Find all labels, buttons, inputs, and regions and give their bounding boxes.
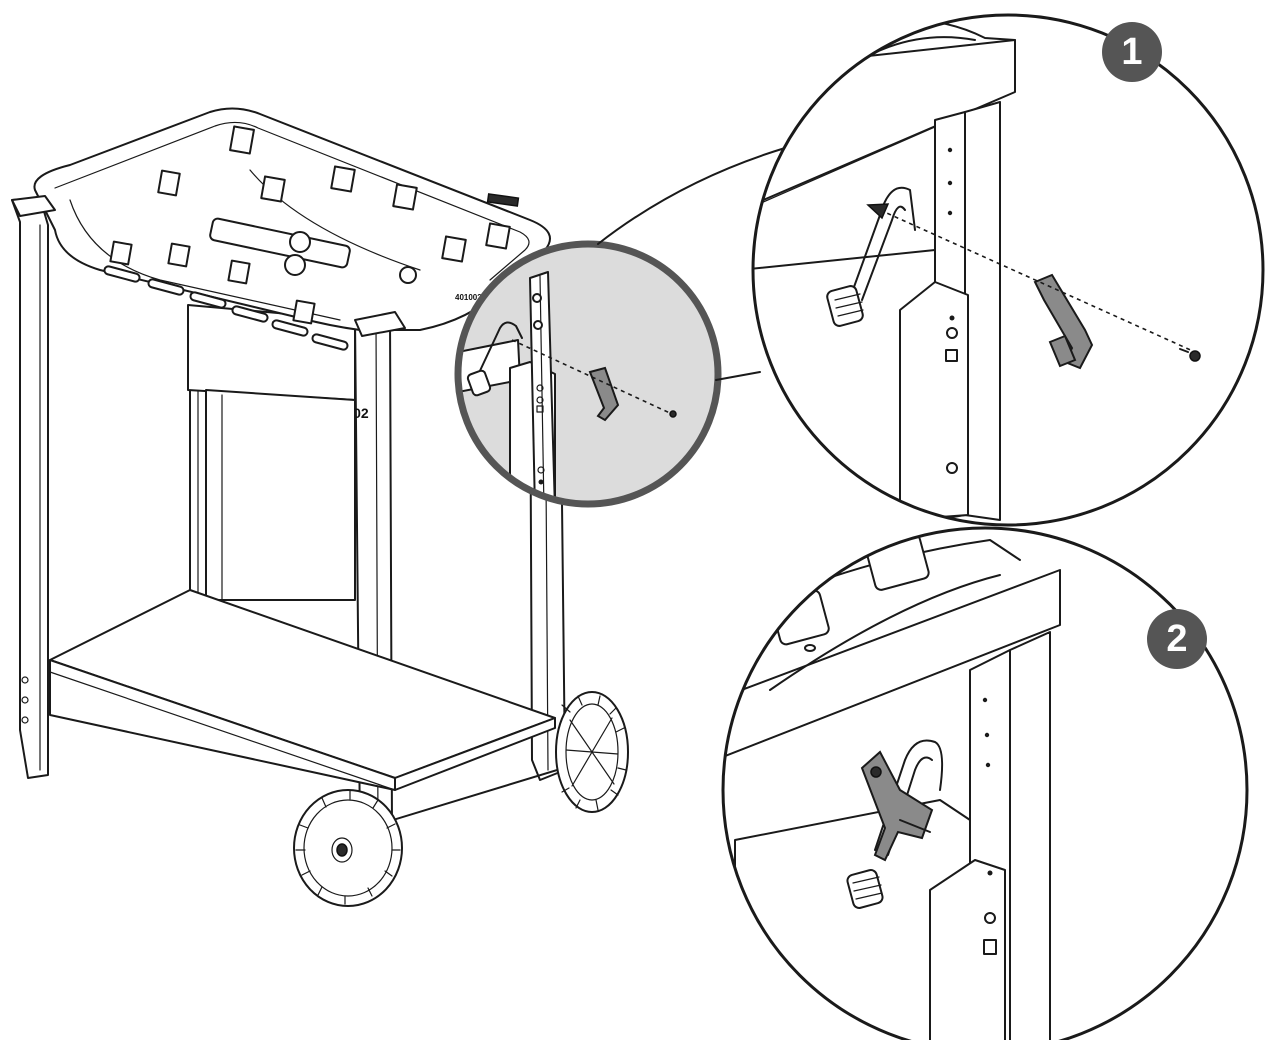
burner-tube: [209, 217, 417, 284]
step-2-detail: [721, 526, 1249, 1040]
step-2-number: 2: [1166, 618, 1187, 660]
zoom-callout: [454, 147, 786, 508]
cart-axle: [359, 759, 591, 831]
step-1-detail: [751, 13, 1265, 527]
step-2-badge: 2: [1147, 609, 1207, 669]
cart-bottom-shelf: [49, 589, 556, 791]
cart-back-panel: 401002: [187, 304, 369, 601]
leg-cap-right: [354, 311, 406, 337]
cart-leg-left: [11, 197, 49, 779]
basin-vents: [109, 125, 511, 325]
step-1-number: 1: [1121, 31, 1142, 73]
wheel-back: [555, 691, 629, 813]
leg-cap-left: [11, 195, 56, 217]
grill-basin: 40100254401: [33, 107, 551, 351]
screw-icon: [1179, 348, 1201, 362]
grill-cart: 401002: [11, 107, 629, 907]
cart-leg-back-left: [189, 387, 207, 604]
step-1-badge: 1: [1102, 22, 1162, 82]
basin-slots: [103, 265, 349, 351]
wheel-front: [293, 789, 403, 907]
